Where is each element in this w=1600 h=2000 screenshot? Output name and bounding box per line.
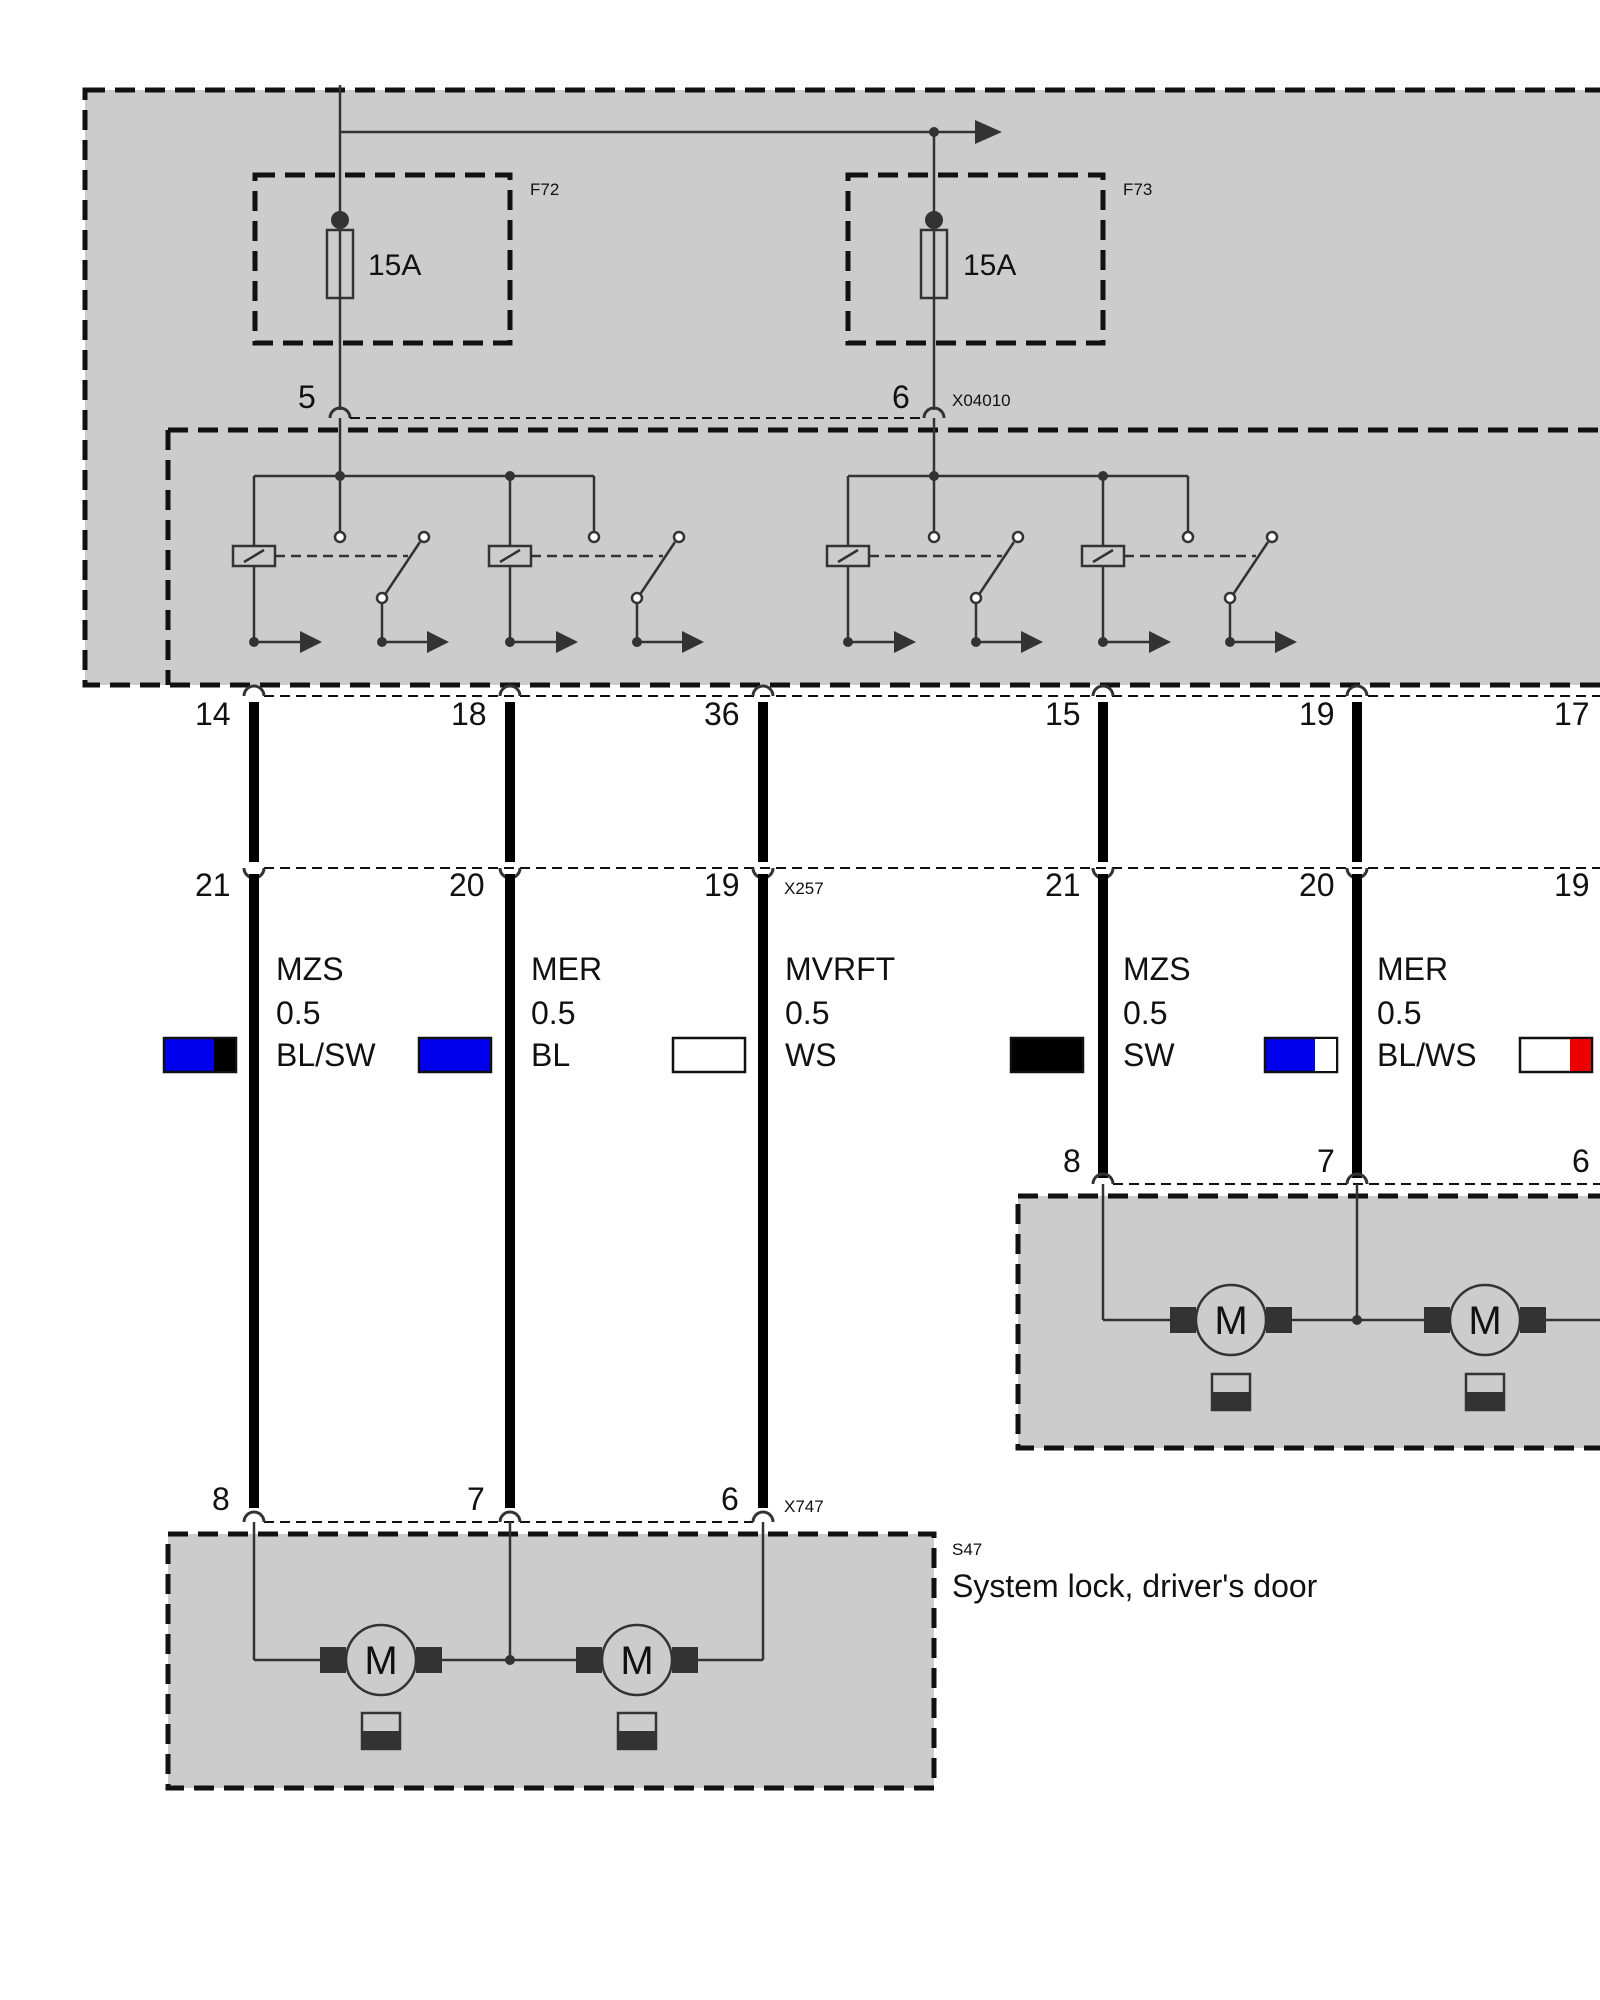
x257-pin-21-right: 21 xyxy=(1045,867,1081,903)
motor-label: M xyxy=(1214,1299,1247,1343)
wire-color-code: BL/SW xyxy=(276,1037,376,1073)
fuse-f72-id: F72 xyxy=(530,180,559,199)
wire-label-partial xyxy=(1518,1036,1594,1074)
wire-color-stripe xyxy=(1570,1039,1591,1071)
motor-right-1: M xyxy=(1170,1283,1292,1412)
wire-size: 0.5 xyxy=(785,995,829,1031)
wire-color-swatch xyxy=(671,1036,747,1074)
x257-id: X257 xyxy=(784,879,824,898)
connector-x04010-id: X04010 xyxy=(952,391,1011,410)
relay-pin-19: 19 xyxy=(1299,696,1335,732)
x257-pin-20-left: 20 xyxy=(449,867,485,903)
x747-pin-8: 8 xyxy=(212,1481,230,1517)
fuse-f72-rating: 15A xyxy=(368,249,421,282)
relay-pin-17: 17 xyxy=(1554,696,1590,732)
wire-name: MZS xyxy=(276,951,344,987)
wire-name: MVRFT xyxy=(785,951,895,987)
relay-output-connector xyxy=(242,684,1600,697)
x747-id: X747 xyxy=(784,1497,824,1516)
x257-pin-21-left: 21 xyxy=(195,867,231,903)
fuse-box-f72 xyxy=(252,172,513,346)
wire-segments xyxy=(249,702,1362,1508)
wire-size: 0.5 xyxy=(1123,995,1167,1031)
motor-s47-1: M xyxy=(320,1623,442,1751)
connector-x04010 xyxy=(328,406,946,419)
motor-label: M xyxy=(1468,1299,1501,1343)
wire-label-mer-left: MER 0.5 BL xyxy=(417,951,602,1074)
wire-size: 0.5 xyxy=(531,995,575,1031)
relay-3 xyxy=(825,476,1043,653)
wire-color-stripe xyxy=(1315,1039,1336,1071)
wire-label-mer-right: MER 0.5 BL/WS xyxy=(1263,951,1477,1074)
fuse-f72 xyxy=(325,211,355,410)
relay-2 xyxy=(487,476,704,653)
control-unit-box xyxy=(82,87,1600,688)
motor-label: M xyxy=(620,1639,653,1683)
wire-color-code: BL xyxy=(531,1037,570,1073)
relay-pin-18: 18 xyxy=(451,696,487,732)
wire-color-swatch xyxy=(417,1036,493,1074)
relay-group-2 xyxy=(848,418,1195,544)
relay-pin-14: 14 xyxy=(195,696,231,732)
connector-lock-right xyxy=(1091,1172,1600,1185)
wire-size: 0.5 xyxy=(276,995,320,1031)
wire-name: MER xyxy=(1377,951,1448,987)
wire-size: 0.5 xyxy=(1377,995,1421,1031)
supply-line xyxy=(338,85,1002,220)
x257-pin-19-left: 19 xyxy=(704,867,740,903)
wire-color-stripe xyxy=(214,1039,235,1071)
wire-color-code: WS xyxy=(785,1037,837,1073)
wire-label-mvrft: MVRFT 0.5 WS xyxy=(671,951,895,1074)
s47-id: S47 xyxy=(952,1540,982,1559)
lock-right-pin-6: 6 xyxy=(1572,1143,1590,1179)
relay-pin-15: 15 xyxy=(1045,696,1081,732)
connector-x257 xyxy=(242,867,1600,880)
motor-right-2: M xyxy=(1424,1283,1546,1412)
connector-x04010-pin-6: 6 xyxy=(892,379,910,415)
wire-color-code: BL/WS xyxy=(1377,1037,1477,1073)
wire-name: MZS xyxy=(1123,951,1191,987)
x747-pin-6: 6 xyxy=(721,1481,739,1517)
relay-1 xyxy=(231,476,449,653)
s47-description: System lock, driver's door xyxy=(952,1568,1318,1604)
relay-module-box xyxy=(165,427,1600,685)
lock-right-pin-8: 8 xyxy=(1063,1143,1081,1179)
fuse-box-f73 xyxy=(845,172,1106,346)
wire-label-mzs-right: MZS 0.5 SW xyxy=(1009,951,1191,1074)
fuse-f73 xyxy=(919,211,949,410)
x747-pin-7: 7 xyxy=(467,1481,485,1517)
motor-s47-2: M xyxy=(576,1623,698,1751)
x257-pin-19-right: 19 xyxy=(1554,867,1590,903)
relay-group-1 xyxy=(254,418,601,544)
wire-color-swatch xyxy=(1009,1036,1085,1074)
fuse-f73-id: F73 xyxy=(1123,180,1152,199)
motor-label: M xyxy=(364,1639,397,1683)
lock-right-pin-7: 7 xyxy=(1317,1143,1335,1179)
relay-pin-36: 36 xyxy=(704,696,740,732)
wire-label-mzs-left: MZS 0.5 BL/SW xyxy=(162,951,376,1074)
fuse-f73-rating: 15A xyxy=(963,249,1016,282)
wire-name: MER xyxy=(531,951,602,987)
wire-color-code: SW xyxy=(1123,1037,1175,1073)
connector-x747 xyxy=(242,1510,775,1523)
connector-x04010-pin-5: 5 xyxy=(298,379,316,415)
x257-pin-20-right: 20 xyxy=(1299,867,1335,903)
relay-4 xyxy=(1080,476,1297,653)
